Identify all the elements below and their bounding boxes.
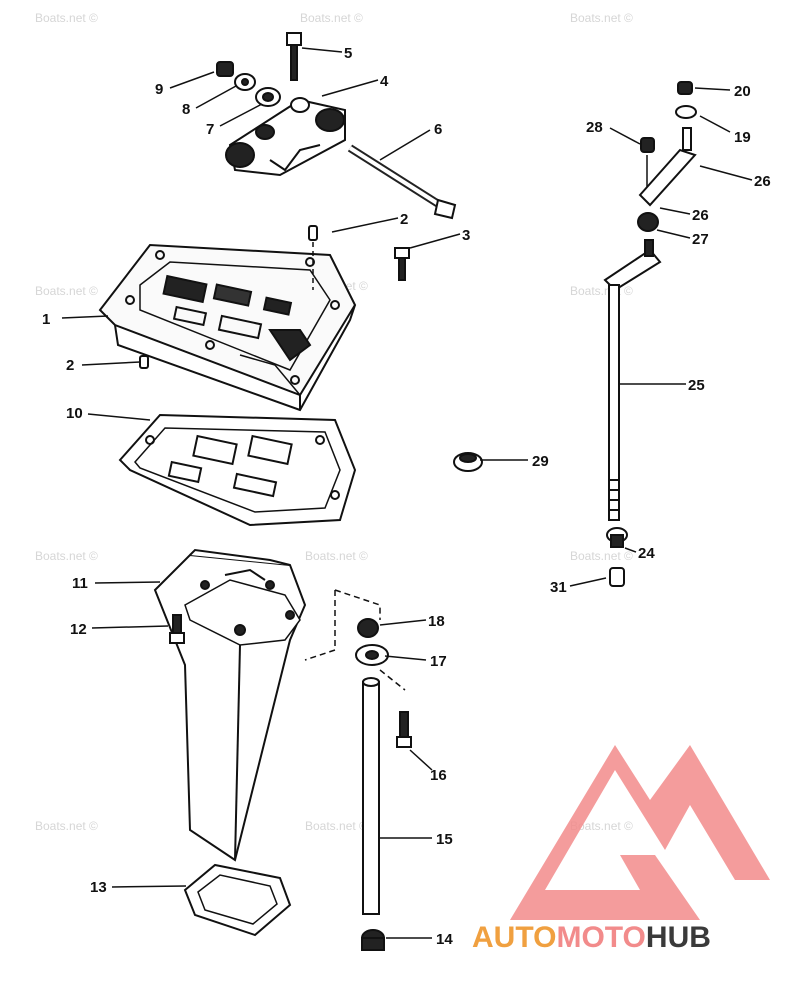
bushing-part-31	[609, 567, 625, 587]
callout-5: 5	[344, 45, 352, 62]
grommet-part-29	[453, 452, 483, 472]
nut-part-28	[640, 137, 655, 153]
leader-lines	[61, 47, 753, 939]
callout-24: 24	[638, 545, 655, 562]
watermark: Boats.net ©	[305, 549, 368, 563]
callout-13: 13	[90, 879, 107, 896]
flat-washer-part	[234, 73, 256, 91]
watermark: Boats.net ©	[35, 284, 98, 298]
callout-19: 19	[734, 129, 751, 146]
dowel-pin-part	[139, 225, 318, 369]
logo-hub: HUB	[646, 921, 711, 954]
callout-12: 12	[70, 621, 87, 638]
watermarks: Boats.net © Boats.net © Boats.net © Boat…	[35, 11, 633, 833]
adaptor-plate-part	[98, 243, 357, 412]
callout-29: 29	[532, 453, 549, 470]
callout-14: 14	[436, 931, 453, 948]
screw-part	[394, 247, 410, 281]
svg-text:AUTOMOTOHUB: AUTOMOTOHUB	[472, 921, 711, 954]
long-bolt-part	[347, 144, 457, 220]
watermark: Boats.net ©	[570, 284, 633, 298]
tube-seal-part	[355, 644, 389, 666]
logo-auto: AUTO	[472, 921, 556, 954]
callout-3: 3	[462, 227, 470, 244]
watermark: Boats.net ©	[35, 549, 98, 563]
nut-part-20	[677, 81, 693, 95]
seal-part	[183, 863, 292, 937]
watermark: Boats.net ©	[300, 11, 363, 25]
grommet-part	[361, 929, 385, 951]
watermark: Boats.net ©	[570, 11, 633, 25]
automotohub-logo-text: AUTOMOTOHUB	[472, 921, 711, 954]
callout-10: 10	[66, 405, 83, 422]
washer-part	[255, 87, 281, 107]
callout-2: 2	[400, 211, 408, 228]
automotohub-logo-mark	[510, 745, 770, 920]
callout-17: 17	[430, 653, 447, 670]
callout-16: 16	[430, 767, 447, 784]
callout-31: 31	[550, 579, 567, 596]
housing-screw-part	[169, 614, 185, 644]
callout-8: 8	[182, 101, 190, 118]
callout-11: 11	[72, 575, 88, 592]
driveshaft-housing-part	[153, 548, 307, 862]
callout-9: 9	[155, 81, 163, 98]
watermark: Boats.net ©	[35, 11, 98, 25]
shift-shaft-part	[603, 239, 662, 521]
callout-26: 26	[754, 173, 771, 190]
bushing-part-24	[606, 527, 628, 548]
callout-28: 28	[586, 119, 603, 136]
callout-26: 26	[692, 207, 709, 224]
tube-screw-part	[396, 711, 412, 748]
gasket-part	[118, 413, 357, 527]
callout-7: 7	[206, 121, 214, 138]
watermark: Boats.net ©	[570, 549, 633, 563]
washer-part-19	[675, 105, 697, 119]
callout-2: 2	[66, 357, 74, 374]
callout-numbers: 1 2 2 3 4 5 6 7 8 9 10 11 12 13 14 15 16…	[42, 45, 771, 948]
water-tube-part	[362, 677, 380, 915]
bushing-part-27	[637, 212, 659, 232]
nut-part	[216, 61, 234, 77]
callout-15: 15	[436, 831, 453, 848]
logo-moto: MOTO	[556, 921, 645, 954]
callout-4: 4	[380, 73, 389, 90]
callout-27: 27	[692, 231, 709, 248]
callout-20: 20	[734, 83, 751, 100]
callout-6: 6	[434, 121, 442, 138]
watermark: Boats.net ©	[570, 819, 633, 833]
callout-25: 25	[688, 377, 705, 394]
watermark: Boats.net ©	[305, 819, 368, 833]
lower-mount-bracket-part	[225, 97, 346, 177]
callout-18: 18	[428, 613, 445, 630]
watermark: Boats.net ©	[35, 819, 98, 833]
bolt-part	[286, 32, 302, 81]
bushing-part	[357, 618, 379, 638]
shift-lever-part	[638, 127, 697, 207]
callout-1: 1	[42, 311, 50, 328]
